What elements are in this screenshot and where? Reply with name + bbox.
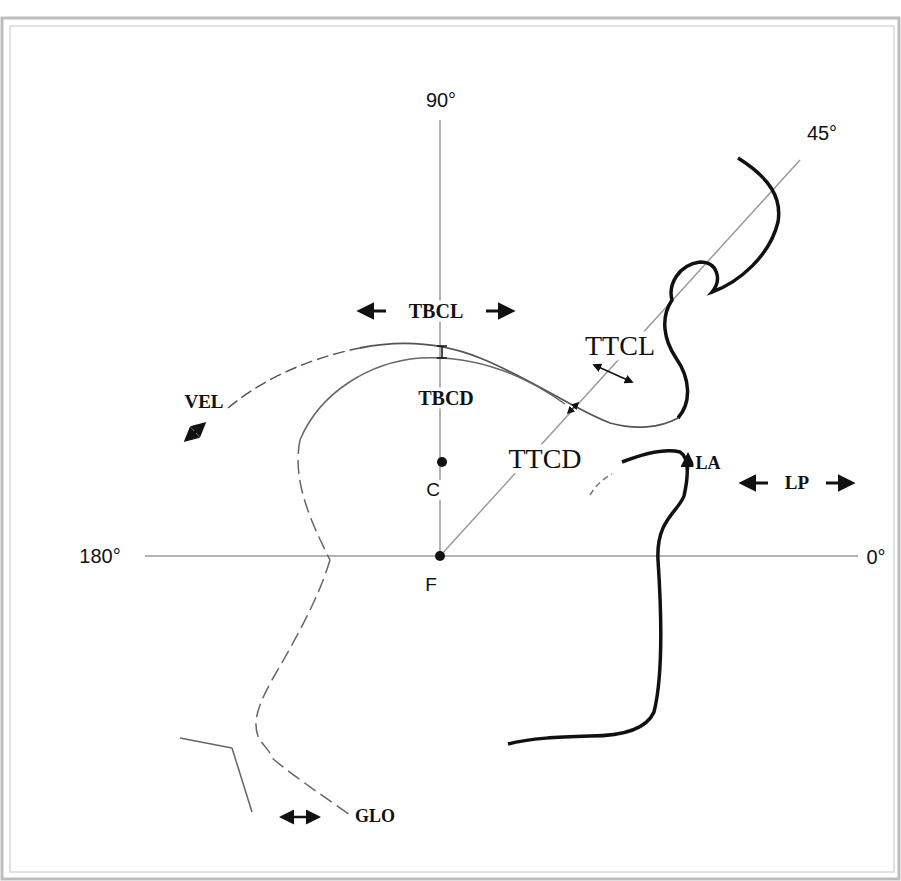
parameter-label: VEL [182, 392, 225, 412]
angle-label: 180° [77, 546, 122, 567]
parameter-label: TTCD [506, 444, 583, 473]
parameter-label: LP [783, 473, 811, 493]
angle-label: 45° [805, 123, 839, 144]
parameter-label: GLO [353, 807, 397, 826]
point-label: F [423, 575, 439, 595]
point-label: C [424, 480, 442, 500]
parameter-label: LA [693, 454, 722, 473]
parameter-label: TTCL [583, 331, 657, 360]
angle-label: 90° [424, 90, 458, 111]
parameter-label: TBCD [416, 388, 476, 409]
angle-label: 0° [864, 547, 887, 568]
parameter-label: TBCL [407, 301, 465, 322]
